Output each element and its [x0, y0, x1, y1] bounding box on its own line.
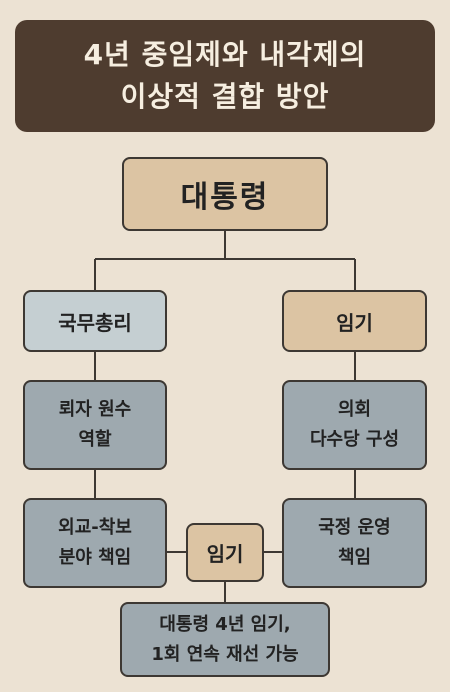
right-box-1: 의회 다수당 구성 [282, 380, 427, 470]
bottom-line-1: 대통령 4년 임기, [159, 613, 291, 635]
left-box-1: 뢰자 원수 역할 [23, 380, 167, 470]
right-box-2: 국정 운영 책임 [282, 498, 427, 588]
right-term-box: 임기 [282, 290, 427, 352]
left-box-2: 외교-착보 분야 책임 [23, 498, 167, 588]
prime-minister-box: 국무총리 [23, 290, 167, 352]
left-box-2-line-2: 분야 책임 [58, 547, 132, 568]
title-line-1: 4년 중임제와 내각제의 [83, 38, 367, 71]
left-box-2-line-1: 외교-착보 [58, 517, 132, 538]
left-box-1-line-2: 역할 [78, 429, 112, 450]
bottom-term-box: 대통령 4년 임기, 1회 연속 재선 가능 [120, 602, 330, 677]
right-term-label: 임기 [336, 310, 373, 335]
right-box-1-line-2: 다수당 구성 [309, 429, 400, 450]
president-label: 대통령 [180, 180, 270, 215]
center-term-label: 임기 [206, 542, 244, 566]
right-box-1-line-1: 의회 [337, 399, 372, 420]
right-box-2-line-2: 책임 [337, 547, 372, 568]
bottom-line-2: 1회 연속 재선 가능 [151, 643, 299, 665]
left-box-1-line-1: 뢰자 원수 [58, 399, 132, 420]
president-box: 대통령 [122, 157, 328, 231]
title-banner: 4년 중임제와 내각제의 이상적 결합 방안 [15, 20, 435, 132]
prime-minister-label: 국무총리 [58, 310, 132, 335]
center-term-box: 임기 [186, 523, 264, 582]
title-line-2: 이상적 결합 방안 [120, 80, 330, 113]
right-box-2-line-1: 국정 운영 [318, 517, 391, 538]
